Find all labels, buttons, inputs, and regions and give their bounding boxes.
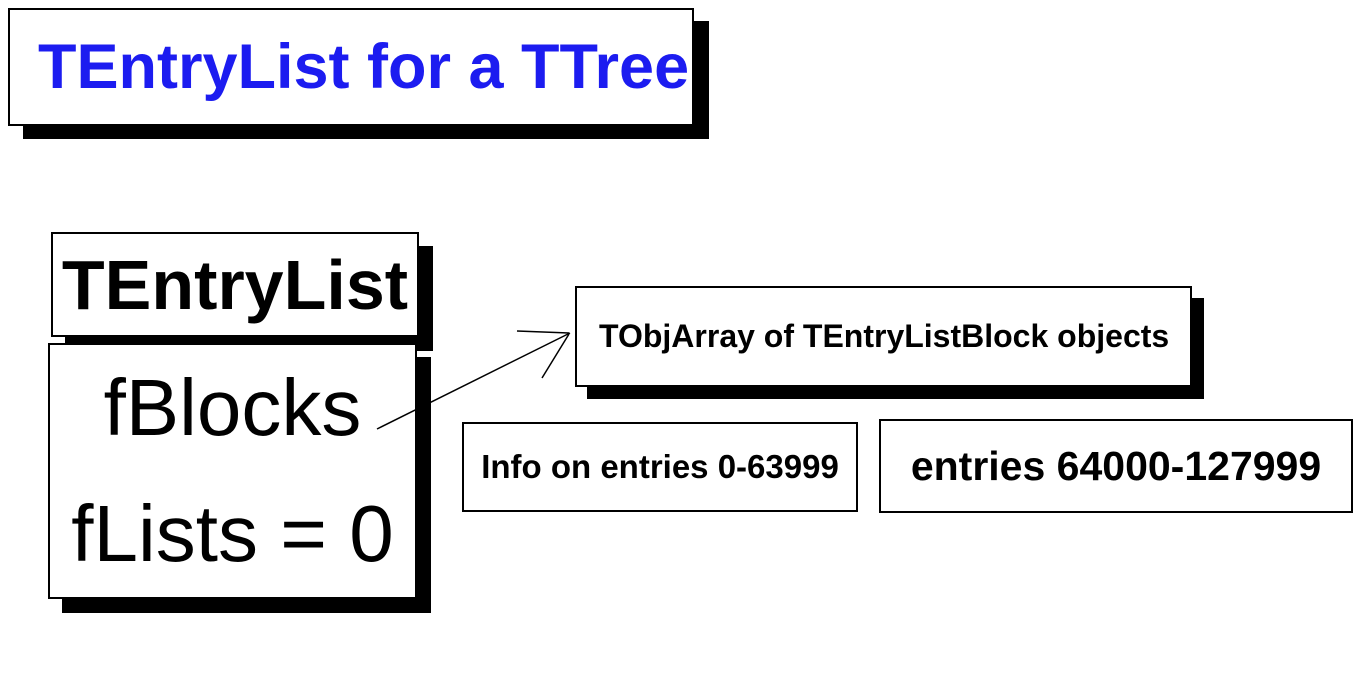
tentrylist-class-box: TEntryList xyxy=(51,232,419,337)
tentrylist-class-name: TEntryList xyxy=(61,245,409,324)
block-0-label: Info on entries 0-63999 xyxy=(481,448,839,485)
tobjarray-label: TObjArray of TEntryListBlock objects xyxy=(599,318,1170,354)
diagram-title-box: TEntryList for a TTree xyxy=(8,8,694,126)
member-flists: fLists = 0 xyxy=(71,489,394,578)
fblocks-to-tobjarray-arrow xyxy=(376,330,571,430)
block-1-box: entries 64000-127999 xyxy=(879,419,1353,513)
tentrylist-members-box: fBlocks fLists = 0 xyxy=(48,343,417,599)
block-1-label: entries 64000-127999 xyxy=(910,442,1322,489)
block-0-box: Info on entries 0-63999 xyxy=(462,422,858,512)
tobjarray-box: TObjArray of TEntryListBlock objects xyxy=(575,286,1192,387)
member-fblocks: fBlocks xyxy=(103,363,362,452)
diagram-title: TEntryList for a TTree xyxy=(38,32,690,102)
